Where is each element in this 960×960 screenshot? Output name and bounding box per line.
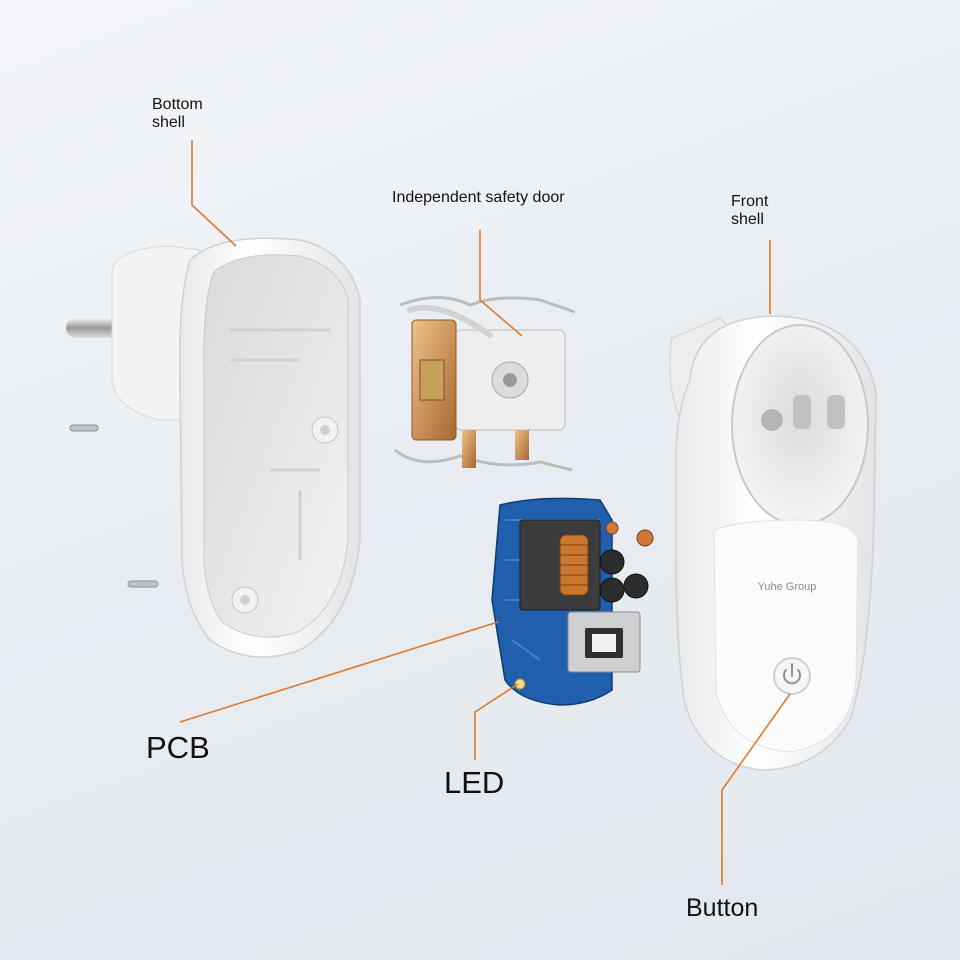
label-pcb: PCB <box>146 730 210 766</box>
capacitor <box>624 574 648 598</box>
screw <box>70 425 98 431</box>
bottom-shell-cavity <box>204 255 348 637</box>
label-button: Button <box>686 894 758 923</box>
pcb-board <box>492 498 653 705</box>
safety-door-assembly <box>395 298 575 471</box>
leader-line-led <box>475 684 518 760</box>
label-led: LED <box>444 765 504 801</box>
front-shell: Yuhe Group <box>670 316 876 770</box>
leader-line-safety-door <box>480 230 522 336</box>
screw <box>128 581 158 587</box>
capacitor <box>600 578 624 602</box>
brand-text: Yuhe Group <box>758 581 817 593</box>
front-face-panel <box>714 520 858 752</box>
leader-line-bottom-shell <box>192 140 236 246</box>
capacitor <box>600 550 624 574</box>
label-bottom-shell: Bottom shell <box>152 96 203 133</box>
label-front-shell: Front shell <box>731 193 768 230</box>
label-safety-door: Independent safety door <box>392 189 565 207</box>
bottom-shell <box>66 238 360 657</box>
power-button[interactable] <box>774 658 810 694</box>
led-component <box>515 679 525 689</box>
